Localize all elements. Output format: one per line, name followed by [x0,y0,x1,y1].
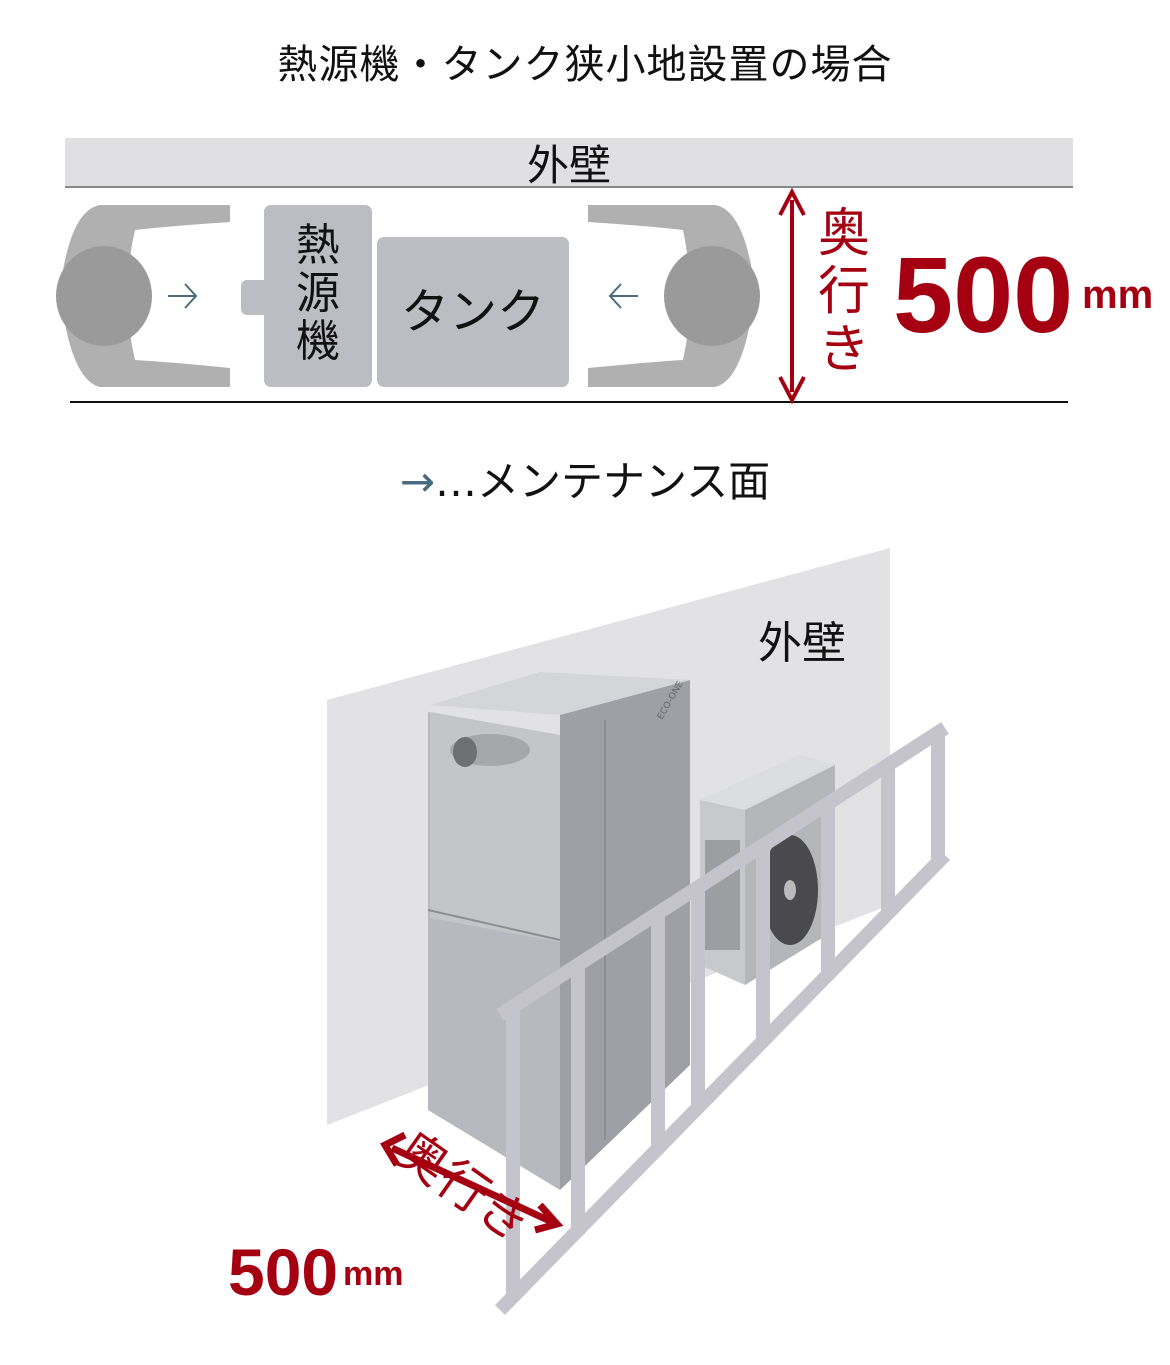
maintenance-arrow-icon [608,283,638,309]
legend: →…メンテナンス面 [0,448,1170,509]
legend-text: …メンテナンス面 [435,457,771,506]
depth-value: 500 [893,234,1073,355]
eco-one-unit: ECO-ONE [427,672,690,1190]
wall-bar [65,138,1073,187]
wall-label: 外壁 [527,141,611,190]
person-left-icon [56,205,230,387]
depth-value-3d: 500 [228,1235,338,1309]
railing [494,722,951,1315]
perspective-view: 外壁 ECO-ONE [228,548,951,1315]
depth-unit: mm [1082,273,1153,317]
heat-source-box [264,205,372,387]
depth-arrow-3d-icon [380,1131,564,1234]
depth-unit-3d: mm [343,1255,403,1293]
person-right-icon [588,205,760,387]
heat-source-label: 熱源機 [296,220,340,367]
page-title: 熱源機・タンク狭小地設置の場合 [277,42,893,88]
maintenance-arrow-icon: → [399,457,436,506]
depth-arrow-icon [778,187,806,405]
depth-label: 奥行き [817,204,870,380]
heat-source-nub [241,280,271,315]
tank-label: タンク [401,284,545,340]
wall-label-3d: 外壁 [758,618,846,669]
plan-view: 外壁 タンク 500 mm [56,138,1153,405]
maintenance-arrow-icon [168,283,198,309]
tank-box [377,237,569,387]
